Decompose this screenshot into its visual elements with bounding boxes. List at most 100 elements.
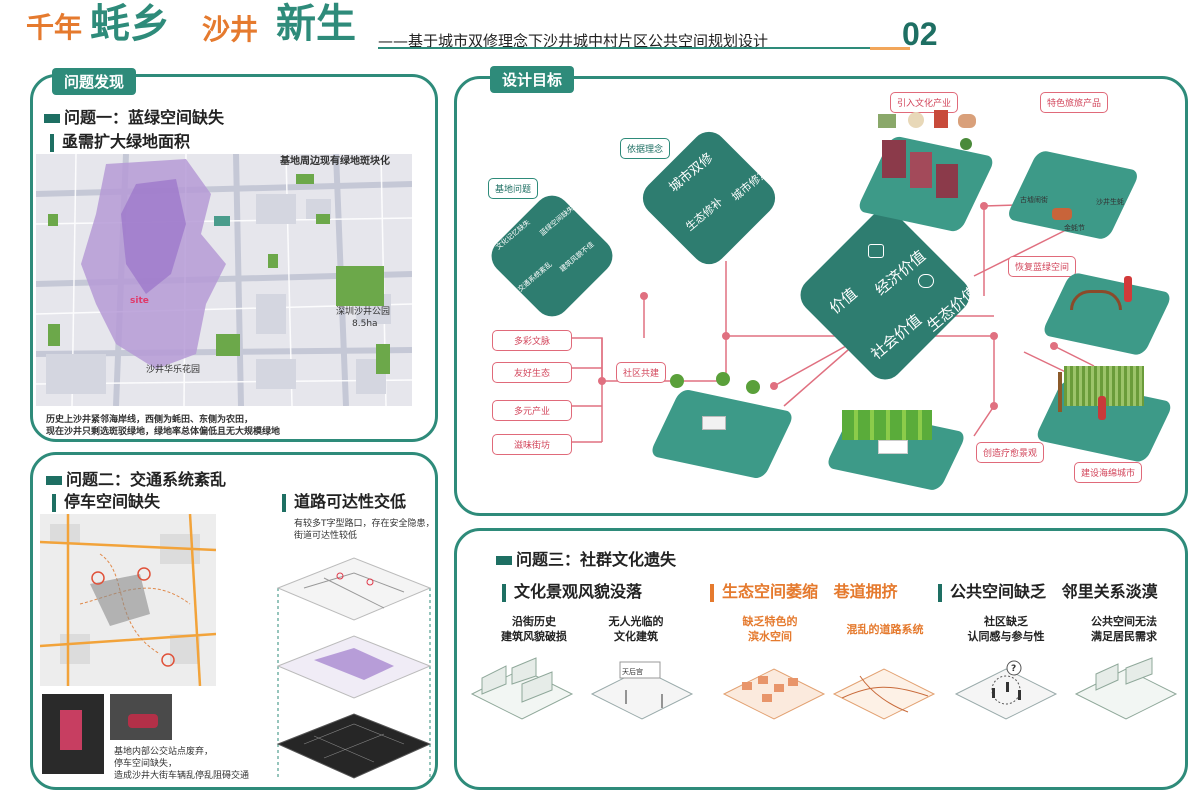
traffic-map (40, 514, 216, 686)
problem1-sub: 亟需扩大绿地面积 (50, 128, 190, 152)
map-label-site: site (130, 296, 149, 306)
problem3-title-text: 问题三：社群文化遗失 (516, 550, 677, 569)
label-healing: 创造疗愈景观 (976, 442, 1045, 463)
label-culture-industry: 引入文化产业 (890, 92, 959, 113)
header-rule (378, 47, 898, 49)
accessibility-note-1: 有较多T字型路口，存在安全隐患， (294, 519, 435, 529)
tree (960, 138, 972, 150)
pergola-icon (878, 440, 908, 454)
label-sponge: 建设海绵城市 (1074, 462, 1143, 483)
group-1: 文化景观风貌没落 (502, 578, 642, 602)
label-blue-green: 恢复蓝绿空间 (1008, 256, 1077, 277)
label-site-problem: 基地问题 (488, 178, 539, 199)
oyster-icon (908, 112, 924, 128)
bullet-bar (938, 583, 942, 602)
group-1-text: 文化景观风貌没落 (514, 582, 643, 601)
title-part-2: 蚝乡 (90, 0, 170, 47)
photo-note-2: 停车空间缺失， (114, 759, 178, 769)
group-2: 生态空间萎缩 巷道拥挤 (710, 578, 898, 602)
bullet-bar (710, 583, 714, 602)
tree (670, 374, 684, 388)
economy-icon (868, 244, 884, 258)
tour-1: 古墟闹街 (1020, 196, 1048, 204)
header-accent (870, 47, 910, 50)
traffic-map-drawing (40, 514, 216, 686)
problem2-sub-left: 停车空间缺失 (52, 488, 160, 512)
map-drawing (36, 154, 412, 406)
product-icons (878, 110, 988, 132)
tea-icon (878, 114, 896, 128)
culture-panel (454, 528, 1188, 790)
building-2 (910, 152, 932, 188)
map-label-area: 8.5ha (352, 319, 378, 329)
table-icon (702, 416, 726, 430)
caption-1-line-2: 建筑风貌破损 (501, 630, 567, 643)
person-icon (1124, 276, 1132, 302)
bullet-square (496, 556, 512, 565)
panel-tag-goal: 设计目标 (490, 66, 575, 93)
problem1-desc-line1: 历史上沙井紧邻海岸线，西侧为蚝田、东侧为农田， (46, 415, 254, 425)
illus-roads (832, 668, 936, 720)
problem2-sub-left-text: 停车空间缺失 (64, 492, 161, 511)
page-subtitle: ——基于城市双修理念下沙井城中村片区公共空间规划设计 (378, 32, 769, 50)
bullet-bar (52, 493, 56, 512)
hedge-icon (842, 410, 932, 440)
tree (716, 372, 730, 386)
group-2b-text: 巷道拥挤 (833, 582, 898, 601)
caption-6-line-2: 满足居民需求 (1091, 630, 1157, 643)
temple-sign: 天后宫 (622, 668, 643, 676)
bullet-bar (502, 583, 506, 602)
bullet-bar (50, 133, 54, 152)
label-tourism: 特色旅旅产品 (1040, 92, 1109, 113)
problem2-title: 问题二：交通系统紊乱 (46, 466, 226, 490)
illus-historic-buildings (470, 657, 574, 720)
problem1-title-text: 问题一：蓝绿空间缺失 (64, 108, 225, 127)
group-3a-text: 公共空间缺乏 (950, 582, 1047, 601)
panel-tag-problem: 问题发现 (52, 68, 137, 95)
caption-2-line-1: 无人光临的 (608, 615, 664, 628)
photo-bus-stop (42, 694, 104, 774)
map-label-park: 深圳沙井公园 (336, 307, 391, 317)
caption-6: 公共空间无法满足居民需求 (1074, 614, 1174, 644)
page-header: 千年 蚝乡 沙井 新生 ——基于城市双修理念下沙井城中村片区公共空间规划设计 0… (0, 0, 1200, 60)
problem2-sub-right: 道路可达性交低 (282, 488, 406, 512)
tour-3: 金蚝节 (1064, 224, 1085, 232)
signpost-icon (1058, 372, 1062, 412)
building-3 (936, 164, 958, 198)
group-2a-text: 生态空间萎缩 (722, 582, 819, 601)
caption-2: 无人光临的文化建筑 (588, 614, 684, 644)
tag-neighborhood: 滋味街坊 (492, 434, 572, 455)
green-space-map: 基地周边现有绿地斑块化 site 深圳沙井公园 8.5ha 沙井华乐花园 (36, 154, 412, 406)
cup-icon (958, 114, 976, 128)
problem1-desc-line2: 现在沙井只剩选斑驳绿地，绿地率总体偏低且无大规模绿地 (46, 427, 281, 437)
label-community: 社区共建 (616, 362, 667, 383)
gift-icon (934, 110, 948, 128)
illus-public-space (1074, 657, 1178, 720)
ecology-icon (918, 274, 934, 288)
caption-1-line-1: 沿街历史 (512, 615, 556, 628)
tag-culture: 多彩文脉 (492, 330, 572, 351)
title-part-1: 千年 (26, 11, 83, 44)
question-mark-icon: ? (1011, 664, 1017, 674)
group-3b-text: 邻里关系淡漠 (1061, 582, 1158, 601)
illus-temple (590, 661, 694, 720)
illus-waterside (722, 668, 826, 720)
caption-5-line-1: 社区缺乏 (984, 615, 1028, 628)
label-basis: 依据理念 (620, 138, 671, 159)
title-part-4: 新生 (276, 0, 356, 47)
tag-ecology: 友好生态 (492, 362, 572, 383)
caption-4: 混乱的道路系统 (846, 623, 924, 636)
lobster-icon (1052, 208, 1072, 220)
problem3-title: 问题三：社群文化遗失 (496, 546, 676, 570)
parked-car (128, 714, 158, 728)
caption-1: 沿街历史建筑风貌破损 (486, 614, 582, 644)
caption-3-line-2: 滨水空间 (748, 630, 792, 643)
person-icon (1098, 396, 1106, 420)
tag-industry: 多元产业 (492, 400, 572, 421)
bullet-square (44, 114, 60, 123)
bus-stop-sign (60, 710, 82, 750)
layered-maps (274, 548, 434, 784)
caption-5: 社区缺乏认同感与参与性 (954, 614, 1058, 644)
photo-street-parking (110, 694, 172, 740)
tour-2: 沙井生蚝 (1096, 198, 1124, 206)
